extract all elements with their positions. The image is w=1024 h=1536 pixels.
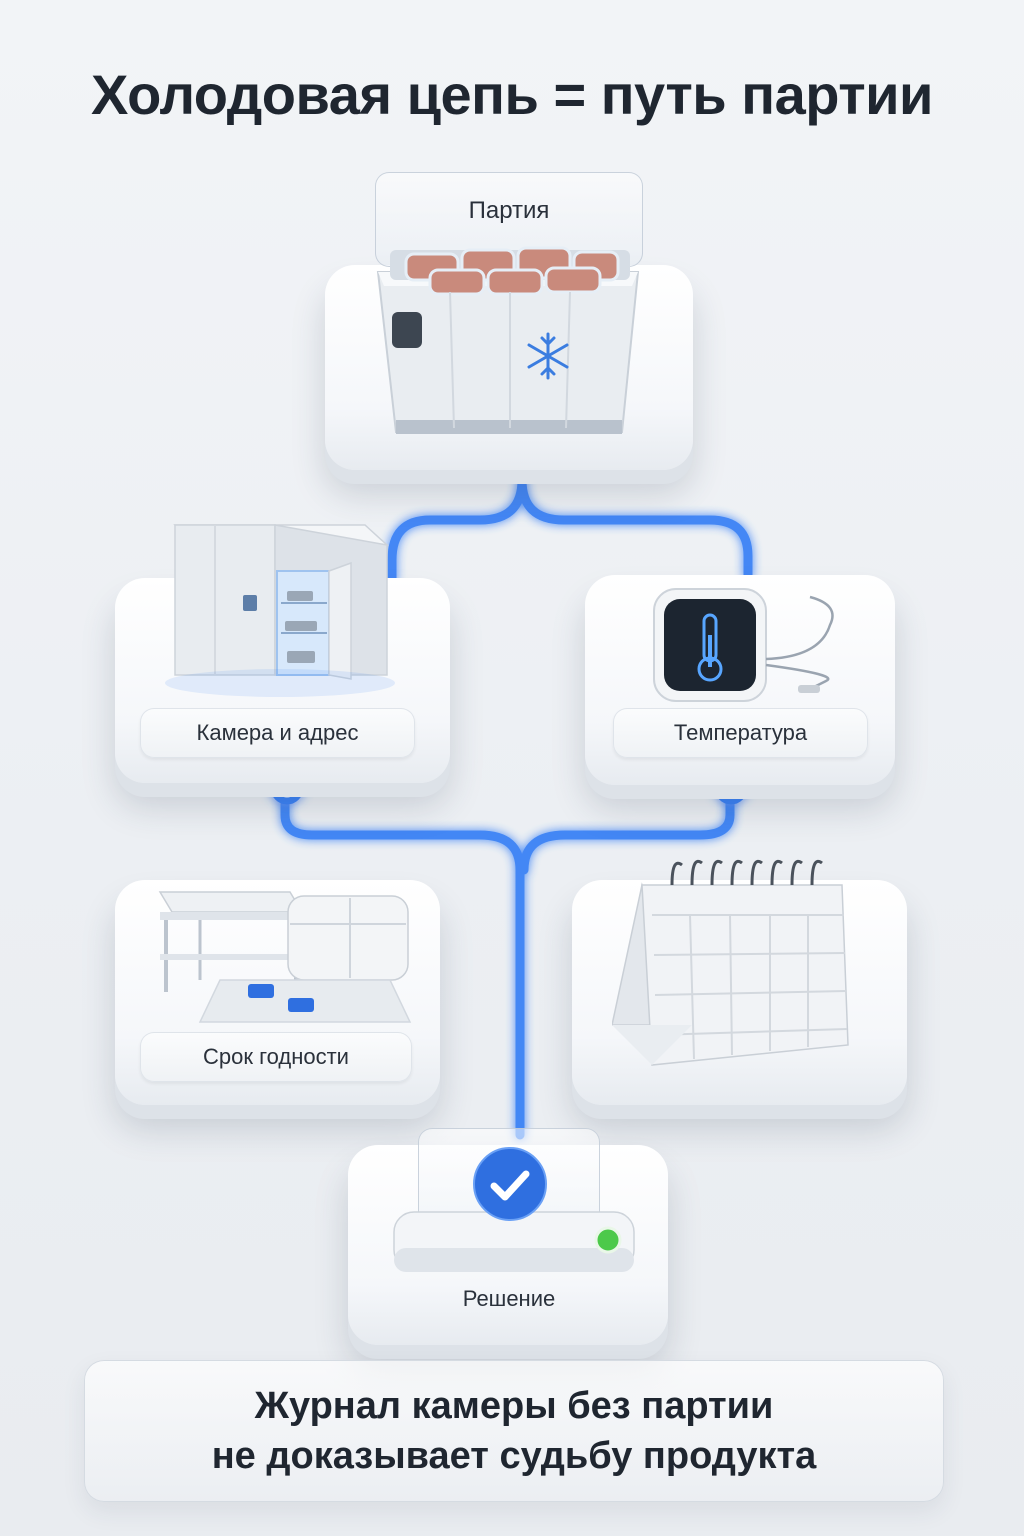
shelf-life-label: Срок годности (140, 1032, 412, 1082)
decision-label: Решение (462, 1286, 556, 1311)
temperature-label: Температура (613, 708, 868, 758)
calendar-icon (612, 859, 849, 1066)
footer-callout: Журнал камеры без партии не доказывает с… (84, 1360, 944, 1502)
page-title: Холодовая цепь = путь партии (91, 63, 933, 126)
footer-line-2: не доказывает судьбу продукта (211, 1435, 817, 1477)
crate-snowflake-icon (376, 246, 640, 434)
footer-line-1: Журнал камеры без партии (254, 1385, 774, 1427)
checkmark-icon (473, 1147, 547, 1221)
thermometer-sensor-icon (653, 588, 834, 702)
decision-device (393, 1211, 635, 1272)
shelving-storage-icon (158, 891, 412, 1023)
cold-room-icon (165, 524, 395, 697)
batch-label: Партия (468, 197, 550, 224)
chamber-label: Камера и адрес (140, 708, 415, 758)
